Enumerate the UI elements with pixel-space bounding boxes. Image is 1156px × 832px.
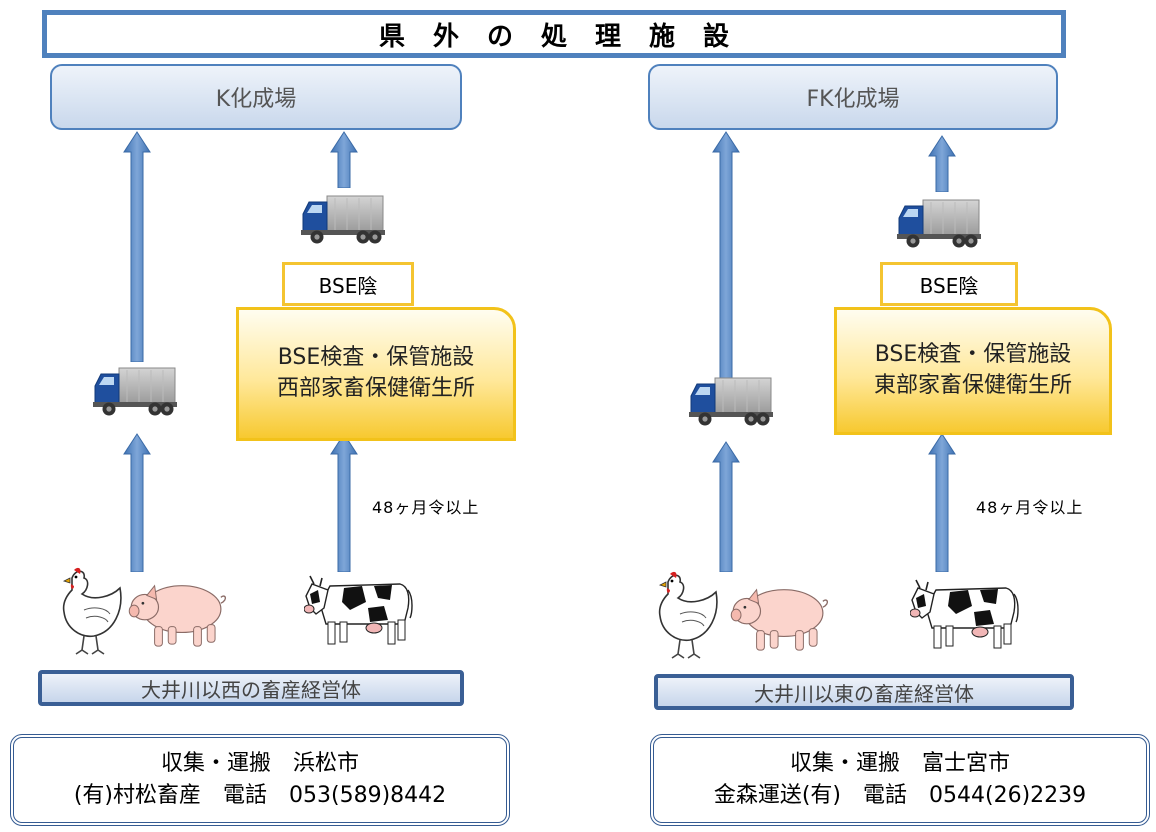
- contact-line2: 金森運送(有) 電話 0544(26)2239: [713, 783, 1087, 808]
- truck-icon: [92, 366, 178, 418]
- bse-negative-label-east: BSE陰: [880, 262, 1018, 306]
- truck-icon: [300, 194, 386, 246]
- chicken-icon: [54, 566, 124, 656]
- arrow-up-icon: [712, 441, 740, 572]
- bse-negative-label-west: BSE陰: [282, 262, 414, 306]
- arrow-up-icon: [330, 131, 358, 188]
- truck-icon: [688, 376, 774, 428]
- farm-group-east: 大井川以東の畜産経営体: [654, 674, 1074, 710]
- chicken-icon: [650, 570, 720, 660]
- pig-icon: [128, 572, 228, 650]
- arrow-up-icon: [712, 131, 740, 378]
- truck-icon: [896, 198, 982, 250]
- cow-icon: [304, 568, 414, 648]
- arrow-up-icon: [330, 433, 358, 572]
- facility-office: 東部家畜保健衛生所: [873, 373, 1072, 398]
- arrow-up-icon: [928, 135, 956, 192]
- bse-facility-east: BSE検査・保管施設 東部家畜保健衛生所: [834, 307, 1112, 435]
- plant-west: K化成場: [50, 64, 462, 130]
- cow-icon: [910, 572, 1020, 652]
- facility-name: BSE検査・保管施設: [874, 342, 1072, 368]
- page-title: 県外の処理施設: [42, 10, 1066, 58]
- contact-box-west: 収集・運搬 浜松市 (有)村松畜産 電話 053(589)8442: [10, 734, 510, 826]
- bse-facility-west: BSE検査・保管施設 西部家畜保健衛生所: [236, 307, 516, 441]
- arrow-up-icon: [123, 131, 151, 362]
- contact-line2: (有)村松畜産 電話 053(589)8442: [73, 783, 447, 808]
- plant-east: FK化成場: [648, 64, 1058, 130]
- contact-box-east: 収集・運搬 富士宮市 金森運送(有) 電話 0544(26)2239: [650, 734, 1150, 826]
- arrow-up-icon: [928, 433, 956, 572]
- facility-office: 西部家畜保健衛生所: [276, 376, 475, 401]
- contact-line1: 収集・運搬 富士宮市: [789, 751, 1010, 777]
- farm-group-west: 大井川以西の畜産経営体: [38, 670, 464, 706]
- facility-name: BSE検査・保管施設: [277, 345, 475, 371]
- contact-line1: 収集・運搬 浜松市: [160, 751, 359, 777]
- pig-icon: [730, 576, 830, 654]
- arrow-up-icon: [123, 433, 151, 572]
- age-note-west: 48ヶ月令以上: [372, 498, 480, 517]
- age-note-east: 48ヶ月令以上: [976, 498, 1084, 517]
